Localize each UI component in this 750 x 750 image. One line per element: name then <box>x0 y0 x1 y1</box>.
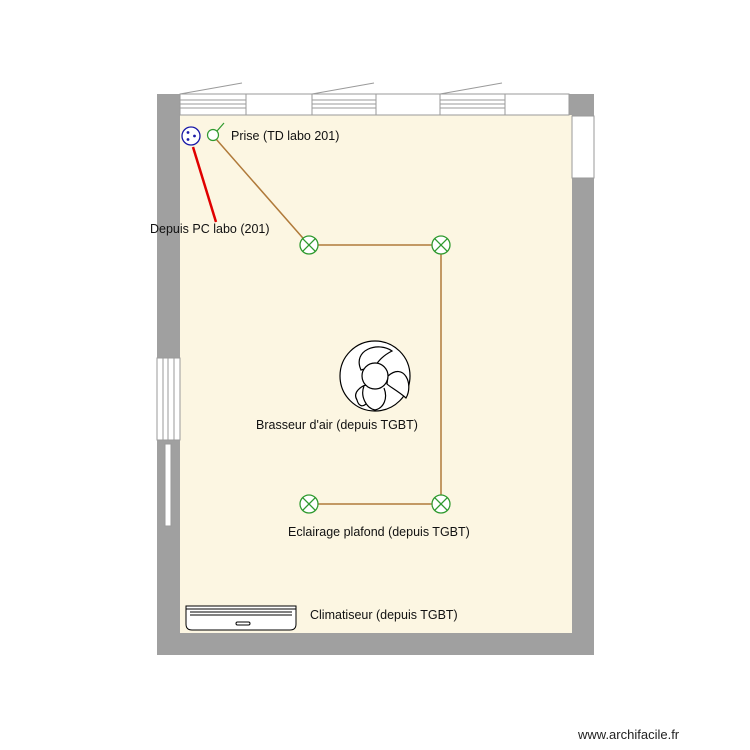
window-top-4 <box>375 93 441 116</box>
air-conditioner-icon <box>185 605 297 631</box>
socket-icon <box>206 122 225 142</box>
left-openings <box>156 357 181 527</box>
window-top-2 <box>245 93 313 116</box>
ceiling-fan-icon <box>339 340 411 412</box>
light-fixture-icon <box>299 235 319 255</box>
light-fixture-icon <box>431 494 451 514</box>
ac-label: Climatiseur (depuis TGBT) <box>310 608 458 622</box>
fan-label: Brasseur d'air (depuis TGBT) <box>256 418 418 432</box>
light-fixture-icon <box>431 235 451 255</box>
source-label: Depuis PC labo (201) <box>150 222 270 236</box>
top-windows <box>179 82 570 116</box>
window-right <box>571 115 595 179</box>
power-outlet-icon <box>181 126 201 146</box>
light-fixtures <box>299 235 451 514</box>
door-left <box>164 443 172 527</box>
window-top-6 <box>504 93 570 116</box>
lighting-label: Eclairage plafond (depuis TGBT) <box>288 525 470 539</box>
source-cable <box>191 146 218 223</box>
light-fixture-icon <box>299 494 319 514</box>
socket-label: Prise (TD labo 201) <box>231 129 340 143</box>
watermark: www.archifacile.fr <box>578 727 680 742</box>
